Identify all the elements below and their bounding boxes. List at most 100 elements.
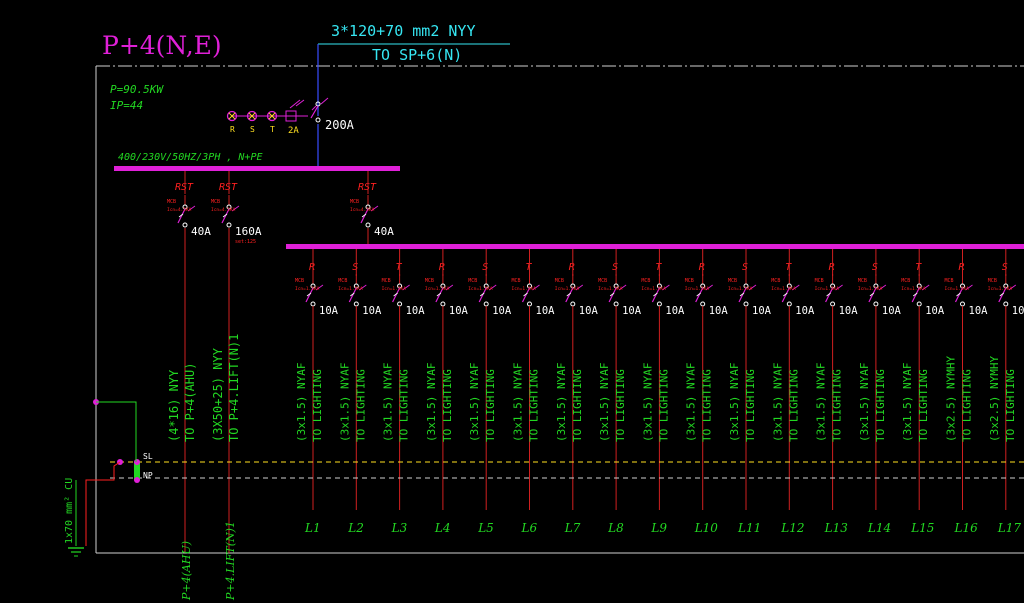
indicator-lamps: R S T 2A bbox=[226, 99, 308, 136]
circuit-rating: 10A bbox=[449, 305, 469, 317]
circuit-rating: 10A bbox=[362, 305, 382, 317]
circuit-destination: TO LIGHTING bbox=[354, 369, 367, 442]
circuit-breaker-arrow-mark bbox=[921, 284, 930, 291]
circuit-cable: (3x1.5) NYAF bbox=[598, 363, 611, 442]
circuit-breaker-contact-bottom bbox=[483, 301, 489, 307]
circuit-rating: 10A bbox=[492, 305, 512, 317]
main-breaker-trip-mark bbox=[178, 213, 184, 218]
circuit-rating: 10A bbox=[406, 305, 426, 317]
circuit-cable: (3x1.5) NYAF bbox=[295, 363, 308, 442]
circuit-breaker-arrow-mark bbox=[575, 284, 584, 291]
circuit-breaker-ka: Icn=1.5KA bbox=[512, 286, 537, 292]
circuit-breaker-type: MCB bbox=[728, 278, 737, 284]
circuit-breaker-arrow-mark bbox=[402, 284, 410, 291]
circuit-breaker-ka: Icn=1.5KA bbox=[425, 286, 450, 292]
circuit-breaker-arrow-mark bbox=[445, 284, 454, 291]
circuit-breaker-ka: Icn=1.5KA bbox=[815, 286, 840, 292]
circuit-breaker-contact-bottom bbox=[700, 301, 706, 307]
circuit-breaker-ka: Icn=1.5KA bbox=[295, 286, 320, 292]
circuit-breaker-trip-mark bbox=[653, 292, 658, 297]
circuit-cable: (3x1.5) NYAF bbox=[685, 363, 698, 442]
circuit-label: L1 bbox=[304, 521, 321, 535]
circuit-breaker-type: MCB bbox=[555, 278, 564, 284]
circuit-breaker-blade bbox=[565, 287, 574, 303]
circuit-cable: (3x1.5) NYAF bbox=[641, 363, 654, 442]
circuit-rating: 10A bbox=[925, 305, 945, 317]
main-switch-rating: 200A bbox=[325, 118, 355, 132]
circuit-breaker-blade bbox=[521, 287, 531, 303]
main-breaker-type: MCB bbox=[167, 199, 176, 205]
circuit-cable: (3x2.5) NYMHY bbox=[945, 356, 958, 442]
circuit-breaker-type: MCB bbox=[512, 278, 521, 284]
circuit-destination: TO LIGHTING bbox=[917, 369, 930, 442]
circuit-label: L11 bbox=[737, 521, 761, 535]
circuit-breaker-arrow-mark bbox=[618, 284, 627, 291]
circuit-breaker-arrow-mark bbox=[1008, 284, 1017, 291]
circuit-breaker-trip-mark bbox=[479, 292, 485, 297]
main-breaker-cable: (3X50+25) NYY bbox=[211, 347, 225, 442]
main-breaker-ka: Icn=4.5KA bbox=[167, 207, 192, 213]
circuit-breaker-ka: Icn=1.5KA bbox=[728, 286, 753, 292]
supply-spec: 400/230V/50HZ/3PH , N+PE bbox=[118, 152, 263, 163]
circuit-destination: TO LIGHTING bbox=[874, 369, 887, 442]
main-breaker-end-label: P+4(AHU) bbox=[180, 541, 193, 601]
circuit-rating: 10A bbox=[752, 305, 772, 317]
circuit-destination: TO LIGHTING bbox=[831, 369, 844, 442]
circuit-breaker-trip-mark bbox=[696, 292, 701, 297]
circuit-destination: TO LIGHTING bbox=[484, 369, 497, 442]
circuit-label: L7 bbox=[564, 521, 581, 535]
circuit-rating: 10A bbox=[795, 305, 815, 317]
circuit-breaker-ka: Icn=1.5KA bbox=[468, 286, 493, 292]
main-breaker-arrow-mark bbox=[187, 205, 196, 212]
circuit-phase: S bbox=[352, 262, 358, 273]
circuit-phase: R bbox=[829, 262, 835, 273]
circuit-cable: (3x1.5) NYAF bbox=[771, 363, 784, 442]
circuit-destination: TO LIGHTING bbox=[614, 369, 627, 442]
circuit-breaker-trip-mark bbox=[783, 292, 788, 297]
circuit-breaker-type: MCB bbox=[815, 278, 824, 284]
main-breaker-contact-bottom bbox=[226, 222, 232, 228]
circuit-breaker-type: MCB bbox=[425, 278, 434, 284]
circuit-destination: TO LIGHTING bbox=[441, 369, 454, 442]
sl-label: SL bbox=[143, 452, 153, 461]
circuit-breaker-trip-mark bbox=[523, 292, 528, 297]
circuit-breaker-arrow-mark bbox=[835, 284, 843, 291]
circuit-breaker-arrow-mark bbox=[488, 284, 497, 291]
circuit-breaker-blade bbox=[435, 287, 444, 303]
feeder-cable: 3*120+70 mm2 NYY bbox=[331, 22, 476, 40]
circuit-cable: (3x2.5) NYMHY bbox=[988, 356, 1001, 442]
main-breaker-end-label: P+4.LIFT(N)1 bbox=[224, 521, 237, 601]
circuit-breaker-ka: Icn=1.5KA bbox=[598, 286, 623, 292]
circuit-breaker-arrow-mark bbox=[662, 284, 670, 291]
circuit-phase: S bbox=[482, 262, 488, 273]
circuit-breaker-blade bbox=[305, 287, 314, 303]
circuit-destination: TO LIGHTING bbox=[311, 369, 324, 442]
circuit-breaker-contact-bottom bbox=[873, 301, 879, 307]
circuit-rating: 10A bbox=[969, 305, 989, 317]
circuit-breaker-ka: Icn=1.5KA bbox=[382, 286, 407, 292]
circuit-breaker-blade bbox=[825, 287, 834, 303]
circuit-breaker-ka: Icn=1.5KA bbox=[771, 286, 796, 292]
main-breaker-blade bbox=[360, 208, 369, 224]
main-breaker-blade bbox=[177, 208, 186, 224]
main-switch-symbol bbox=[310, 97, 329, 123]
circuit-breaker-type: MCB bbox=[771, 278, 780, 284]
circuit-label: L15 bbox=[910, 521, 934, 535]
circuit-breaker-type: MCB bbox=[901, 278, 910, 284]
circuit-breaker-contact-bottom bbox=[310, 301, 316, 307]
circuit-destination: TO LIGHTING bbox=[571, 369, 584, 442]
main-breaker-cable: (4*16) NYY bbox=[167, 369, 181, 442]
circuit-breaker-contact-bottom bbox=[613, 301, 619, 307]
circuit-breaker-contact-bottom bbox=[786, 301, 792, 307]
circuit-breaker-contact-bottom bbox=[743, 301, 749, 307]
